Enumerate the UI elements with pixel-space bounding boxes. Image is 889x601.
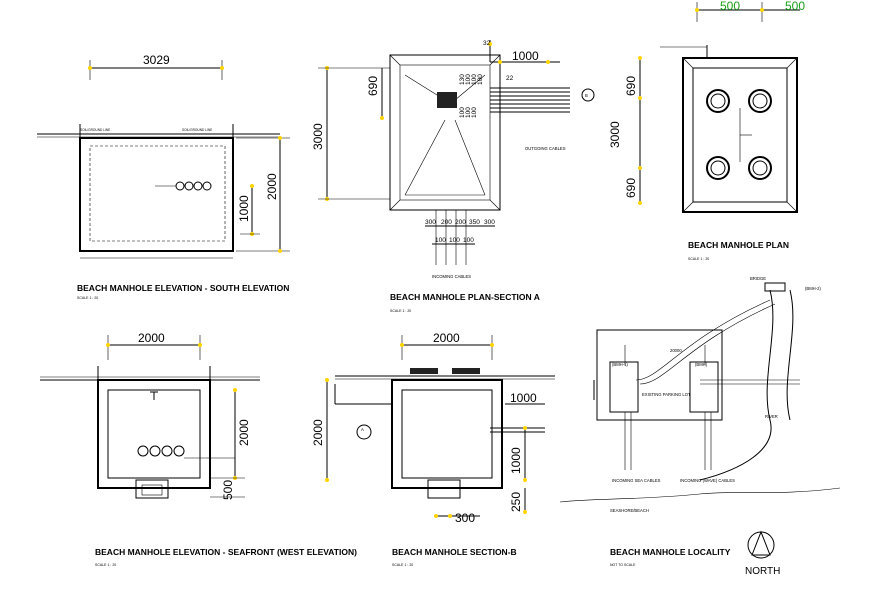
dim-690-lower: 690 — [624, 178, 638, 198]
label-river: RIVER — [765, 414, 778, 419]
svg-text:100: 100 — [465, 107, 472, 118]
dim-690-plan: 690 — [366, 76, 380, 96]
label-bmh1: (BMH-1) — [612, 362, 628, 367]
svg-text:100: 100 — [435, 237, 446, 244]
seafront-elevation-view: 2000 2000 500 BEACH MANHOLE ELEVATION - … — [40, 331, 357, 567]
dim-300-secb: 300 — [455, 511, 475, 525]
label-bridge: BRIDGE — [750, 276, 766, 281]
dim-3000-plan: 3000 — [311, 123, 325, 150]
section-ref-a: A — [361, 427, 364, 432]
dim-690-upper: 690 — [624, 76, 638, 96]
dim-2000-south: 2000 — [265, 173, 279, 200]
section-b-title: BEACH MANHOLE SECTION-B — [392, 547, 517, 557]
south-elevation-scale: SCALE 1 : 20 — [77, 296, 98, 300]
dim-1000-plan: 1000 — [512, 49, 539, 63]
svg-text:100: 100 — [471, 107, 478, 118]
label-bmh2: (BMH-2) — [805, 286, 821, 291]
svg-text:300: 300 — [425, 219, 436, 226]
dim-500-a: 500 — [720, 0, 740, 13]
svg-text:200: 200 — [441, 219, 452, 226]
svg-text:SOIL/GROUND LINE: SOIL/GROUND LINE — [182, 128, 212, 132]
north-label: NORTH — [745, 566, 780, 577]
dim-2000-secb-w: 2000 — [433, 331, 460, 345]
label-incoming-wave: INCOMING (WAVE) CABLES — [680, 478, 735, 483]
seafront-elevation-scale: SCALE 1 : 20 — [95, 563, 116, 567]
dim-3000-mp: 3000 — [608, 121, 622, 148]
locality-view: (BMH-1) (BMH) (BMH-2) 20000 EXISTING PAR… — [559, 276, 841, 577]
dim-500-b: 500 — [785, 0, 805, 13]
locality-title: BEACH MANHOLE LOCALITY — [610, 547, 731, 557]
svg-text:100: 100 — [463, 237, 474, 244]
dim-250-secb: 250 — [509, 492, 523, 512]
label-dim-20000: 20000 — [670, 348, 682, 353]
north-arrow-icon — [747, 530, 775, 559]
svg-text:300: 300 — [484, 219, 495, 226]
dim-500-seafront: 500 — [221, 480, 235, 500]
svg-text:200: 200 — [455, 219, 466, 226]
outgoing-cables-label: OUTGOING CABLES — [525, 146, 566, 151]
section-ref-b: B — [585, 93, 588, 98]
section-b-scale: SCALE 1 : 20 — [392, 563, 413, 567]
dim-2000-seafront-h: 2000 — [237, 419, 251, 446]
dim-2000-secb-h: 2000 — [311, 419, 325, 446]
label-bmh-right: (BMH) — [695, 362, 708, 367]
bottom-dims-2: 100 100 100 — [435, 237, 474, 244]
dim-3029: 3029 — [143, 53, 170, 67]
locality-scale: NOT TO SCALE — [610, 563, 636, 567]
label-seashore: SEASHORE/BEACH — [610, 508, 649, 513]
south-elevation-view: 3029 SOIL/GROUND LINE SOIL/GROUND LINE 2… — [37, 53, 290, 300]
manhole-plan-title: BEACH MANHOLE PLAN — [688, 240, 789, 250]
dim-2000-seafront-w: 2000 — [138, 331, 165, 345]
incoming-cables-label: INCOMING CABLES — [432, 274, 471, 279]
dim-1000-secb-top: 1000 — [510, 391, 537, 405]
dim-32: 32 — [483, 40, 491, 47]
svg-text:100: 100 — [459, 107, 466, 118]
dim-22: 22 — [506, 75, 514, 82]
label-incoming-sea: INCOMING SEA CABLES — [612, 478, 661, 483]
label-existing-parking: EXISTING PARKING LOT — [642, 392, 691, 397]
section-b-view: 2000 A 2000 1000 1000 250 300 BEACH MANH… — [311, 331, 555, 567]
svg-text:100: 100 — [449, 237, 460, 244]
dim-1000-secb-mid: 1000 — [509, 447, 523, 474]
bottom-dims: 300 200 200 350 300 — [425, 219, 495, 226]
seafront-elevation-title: BEACH MANHOLE ELEVATION - SEAFRONT (WEST… — [95, 547, 357, 557]
manhole-plan-scale: SCALE 1 : 20 — [688, 257, 709, 261]
svg-text:350: 350 — [469, 219, 480, 226]
svg-text:SOIL/GROUND LINE: SOIL/GROUND LINE — [80, 128, 110, 132]
svg-text:130: 130 — [459, 74, 466, 85]
plan-section-a-scale: SCALE 1 : 20 — [390, 309, 411, 313]
south-elevation-title: BEACH MANHOLE ELEVATION - SOUTH ELEVATIO… — [77, 283, 289, 293]
plan-section-a-view: 3000 690 B OUTGOING CABLES 32 1000 — [311, 40, 595, 313]
svg-text:100: 100 — [477, 74, 484, 85]
manhole-plan-view: 500 500 3000 690 690 BEACH MANHOLE PLAN … — [608, 0, 805, 261]
dim-1000-south: 1000 — [237, 195, 251, 222]
stack-dims: 130 100 100 100 100 100 100 — [459, 74, 484, 118]
svg-text:100: 100 — [465, 74, 472, 85]
svg-text:100: 100 — [471, 74, 478, 85]
plan-section-a-title: BEACH MANHOLE PLAN-SECTION A — [390, 292, 540, 302]
